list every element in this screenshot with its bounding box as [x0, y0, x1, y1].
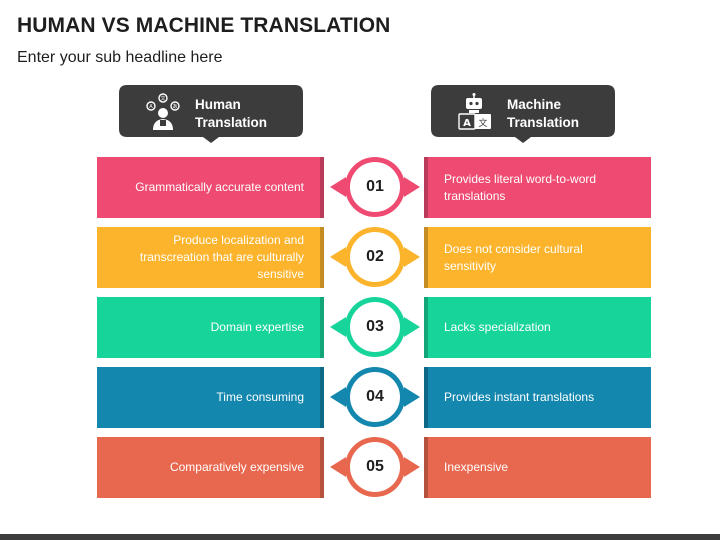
box-edge-shade — [320, 227, 324, 288]
number-connector: 02 — [310, 222, 440, 292]
svg-text:あ: あ — [172, 104, 177, 110]
machine-point: Lacks specialization — [424, 297, 651, 358]
box-edge-shade — [320, 157, 324, 218]
human-translation-label: Human Translation — [195, 97, 268, 130]
box-edge-shade — [424, 297, 428, 358]
bottom-bar — [0, 534, 720, 540]
connector-shape — [330, 437, 420, 497]
page-subtitle: Enter your sub headline here — [17, 49, 223, 66]
right-arrow — [404, 387, 420, 407]
connector-shape — [330, 157, 420, 217]
machine-point-text: Inexpensive — [444, 460, 509, 474]
number-connector: 01 — [310, 152, 440, 222]
machine-point-text: Lacks specialization — [444, 320, 551, 334]
box-edge-shade — [424, 157, 428, 218]
robot-translate-icon: A 文 — [457, 93, 493, 131]
machine-point: Does not consider cultural sensitivity — [424, 227, 651, 288]
left-arrow — [330, 177, 346, 197]
machine-translation-header: A 文 Machine Translation — [431, 85, 615, 143]
left-arrow — [330, 457, 346, 477]
page-title: HUMAN VS MACHINE TRANSLATION — [17, 14, 391, 37]
row-number: 01 — [366, 178, 384, 195]
box-edge-shade — [424, 367, 428, 428]
number-connector: 04 — [310, 362, 440, 432]
machine-point: Provides instant translations — [424, 367, 651, 428]
connector-shape — [330, 297, 420, 357]
right-arrow — [404, 317, 420, 337]
inner-circle — [350, 162, 400, 212]
row-number: 04 — [366, 388, 384, 405]
human-point: Produce localization and transcreation t… — [97, 227, 324, 288]
human-point: Time consuming — [97, 367, 324, 428]
connector-shape — [330, 227, 420, 287]
svg-text:文: 文 — [478, 117, 487, 129]
svg-text:文: 文 — [160, 95, 165, 102]
box-edge-shade — [320, 297, 324, 358]
right-arrow — [404, 177, 420, 197]
box-edge-shade — [424, 227, 428, 288]
svg-text:A: A — [149, 104, 153, 110]
human-point: Grammatically accurate content — [97, 157, 324, 218]
inner-circle — [350, 302, 400, 352]
right-arrow — [404, 457, 420, 477]
row-number: 02 — [366, 248, 384, 265]
human-translation-header: 文 A あ Human Translation — [119, 85, 303, 143]
machine-point-text: Provides literal word-to-word translatio… — [444, 171, 597, 203]
machine-point: Provides literal word-to-word translatio… — [424, 157, 651, 218]
connector-shape — [330, 367, 420, 427]
row-number: 05 — [366, 458, 384, 475]
machine-point-text: Does not consider cultural sensitivity — [444, 241, 583, 273]
inner-circle — [350, 232, 400, 282]
human-point-text: Grammatically accurate content — [135, 180, 304, 194]
inner-circle — [350, 442, 400, 492]
human-point: Comparatively expensive — [97, 437, 324, 498]
machine-point: Inexpensive — [424, 437, 651, 498]
human-point-text: Time consuming — [216, 390, 304, 404]
human-point-text: Domain expertise — [210, 320, 304, 334]
svg-text:A: A — [463, 118, 471, 129]
machine-point-text: Provides instant translations — [444, 390, 595, 404]
number-connector: 05 — [310, 432, 440, 502]
human-point: Domain expertise — [97, 297, 324, 358]
box-edge-shade — [424, 437, 428, 498]
box-edge-shade — [320, 367, 324, 428]
left-arrow — [330, 317, 346, 337]
human-point-text: Produce localization and transcreation t… — [139, 233, 304, 281]
translator-person-icon: 文 A あ — [145, 93, 181, 131]
left-arrow — [330, 247, 346, 267]
human-point-text: Comparatively expensive — [169, 460, 304, 474]
machine-translation-label: Machine Translation — [507, 97, 580, 130]
inner-circle — [350, 372, 400, 422]
box-edge-shade — [320, 437, 324, 498]
row-number: 03 — [366, 318, 384, 335]
number-connector: 03 — [310, 292, 440, 362]
left-arrow — [330, 387, 346, 407]
right-arrow — [404, 247, 420, 267]
